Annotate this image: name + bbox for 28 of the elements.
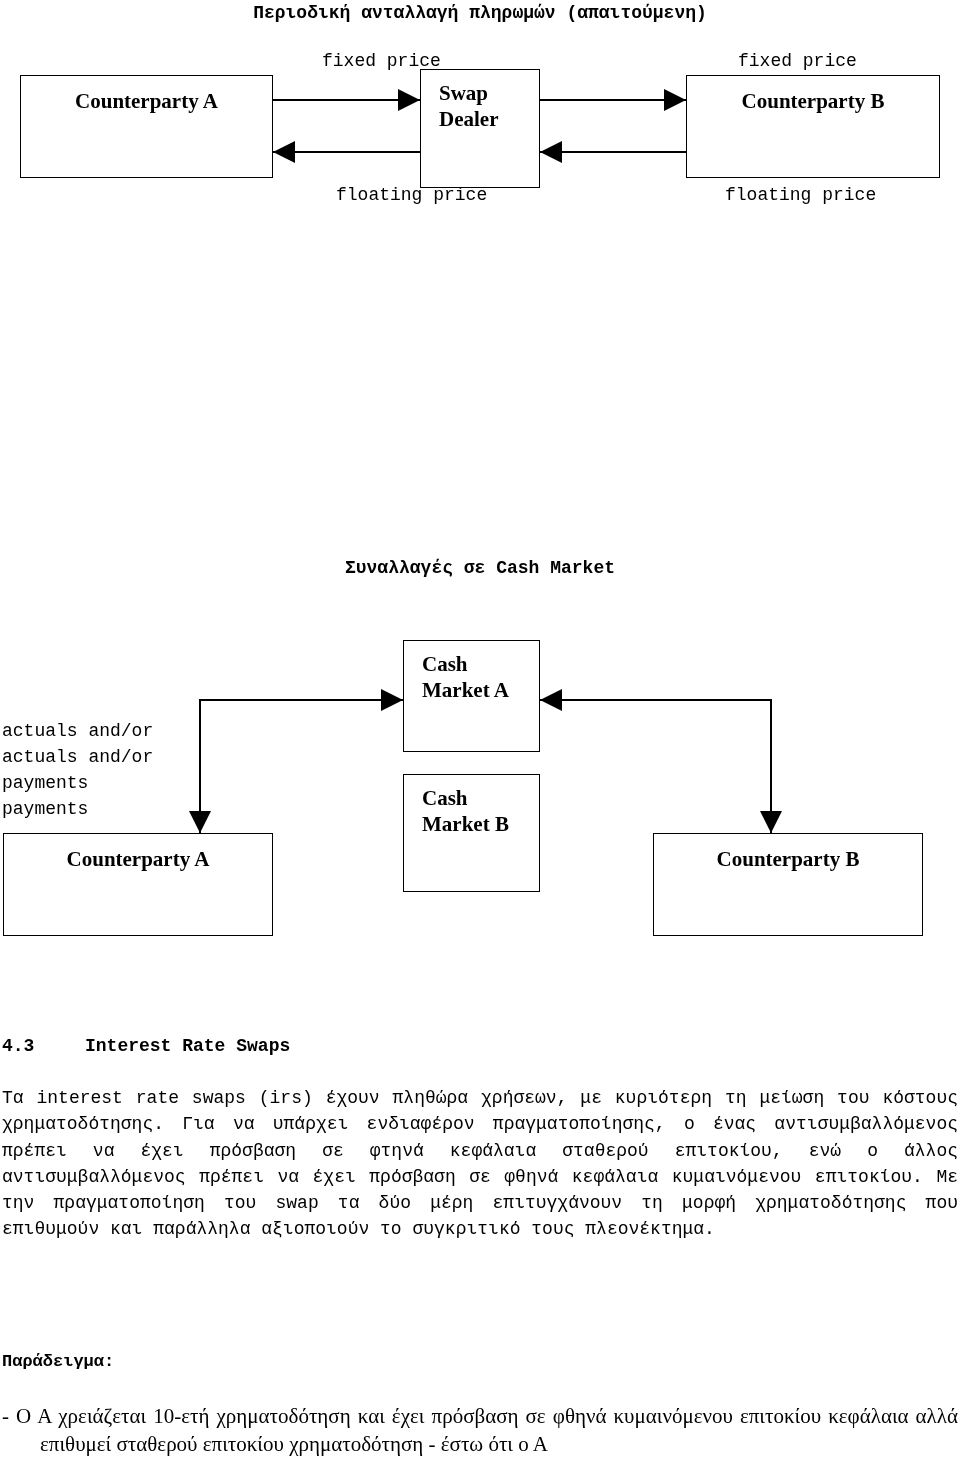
example-heading: Παράδειγμα: bbox=[2, 1351, 115, 1373]
flow-label: actuals and/or bbox=[2, 720, 154, 743]
body-paragraph: Τα interest rate swaps (irs) έχουν πληθώρα χρήσεων, με κυριότερη τη μείωση του κόστους χρηματοδότησης. Για να υπάρχει ενδιαφέρον πραγματοποίησης, ο ένας αντισυμβαλλόμενος πρέπει να έχει πρόσβαση σε φτηνά κεφάλαια σταθερού επιτοκίου, ενώ ο άλλος αντισυμβαλλόμενος πρέπει να έχει πρόσβαση σε φθηνά κεφάλαια κυμαινόμενου επιτοκίου. Με την πραγματοποίηση του swap τα δύο μέρη επιτυγχάνουν τη μορφή χρηματοδότησης που επιθυμούν και παράλληλα αξιοποιούν το συγκριτικό τους πλεονέκτημα. bbox=[2, 1087, 958, 1242]
edge-label: floating price bbox=[336, 184, 488, 206]
entity-box: Counterparty A bbox=[3, 833, 273, 936]
flow-label: payments bbox=[2, 798, 89, 821]
arrow bbox=[189, 689, 404, 834]
arrow bbox=[272, 89, 421, 111]
list-item: - Ο Α χρειάζεται 10-ετή χρηματοδότηση και έχει πρόσβαση σε φθηνά κυμαινόμενου επιτοκίου κεφάλαια αλλά επιθυμεί σταθερού επιτοκίου χρηματοδότηση - έστω ότι ο Α bbox=[2, 1403, 958, 1458]
section-heading: Interest Rate Swaps bbox=[85, 1035, 291, 1058]
entity-box: Counterparty B bbox=[653, 833, 923, 936]
entity-box: Counterparty B bbox=[686, 75, 940, 178]
entity-box: Cash Market A bbox=[403, 640, 540, 752]
arrow bbox=[539, 141, 687, 163]
flow-label: actuals and/or bbox=[2, 746, 154, 769]
flow-label: payments bbox=[2, 772, 89, 795]
arrow bbox=[272, 141, 421, 163]
edge-label: floating price bbox=[725, 184, 877, 206]
edge-label: fixed price bbox=[322, 50, 441, 72]
entity-box: Swap Dealer bbox=[420, 69, 540, 188]
entity-box: Cash Market B bbox=[403, 774, 540, 892]
section-heading: Συναλλαγές σε Cash Market bbox=[343, 557, 616, 580]
arrow bbox=[539, 89, 687, 111]
section-number: 4.3 bbox=[2, 1035, 35, 1058]
arrow bbox=[539, 689, 782, 834]
edge-label: fixed price bbox=[738, 50, 857, 72]
entity-box: Counterparty A bbox=[20, 75, 273, 178]
diagram-title: Περιοδική ανταλλαγή πληρωμών (απαιτούμενη) bbox=[252, 2, 708, 25]
